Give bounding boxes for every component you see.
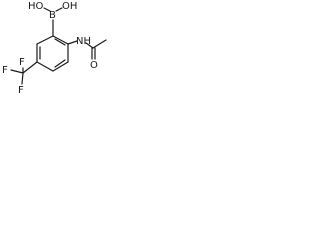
- carbonyl-oxygen-label: O: [90, 60, 98, 71]
- ring-bond-c3-c4: [52, 61, 69, 72]
- ring-bond-c6-c1: [36, 35, 54, 45]
- acetamido-group: NH O: [67, 36, 107, 71]
- bond-cf3-fluorine-bottom: [21, 72, 24, 85]
- hydroxyl-right-label: OH: [62, 1, 77, 12]
- ring-double-bond-inner-2: [54, 59, 66, 68]
- hydroxyl-left-label: HO: [28, 1, 44, 12]
- ring-double-bond-inner-1: [54, 38, 66, 46]
- chemical-structure-diagram: B HO OH NH O F F F: [2, 1, 107, 96]
- fluorine-bottom-label: F: [18, 85, 24, 96]
- trifluoromethyl-group: F F F: [2, 57, 38, 96]
- bond-carbonyl-methyl: [92, 39, 107, 49]
- boronic-acid-group: B HO OH: [28, 1, 77, 37]
- bond-ring-nitrogen: [67, 40, 78, 45]
- fluorine-top-label: F: [19, 57, 25, 68]
- fluorine-left-label: F: [2, 65, 8, 76]
- amide-nitrogen-label: NH: [76, 36, 91, 47]
- benzene-ring: [36, 35, 69, 72]
- boron-atom-label: B: [49, 10, 56, 21]
- ring-bond-c4-c5: [36, 61, 54, 72]
- bond-boron-hydroxyl-left: [43, 7, 51, 12]
- bond-cf3-fluorine-left: [10, 69, 24, 74]
- ring-bond-c1-c2: [52, 35, 69, 45]
- bond-boron-hydroxyl-right: [55, 7, 63, 12]
- bond-nitrogen-carbonyl: [85, 42, 94, 49]
- bond-ring-cf3: [22, 61, 38, 74]
